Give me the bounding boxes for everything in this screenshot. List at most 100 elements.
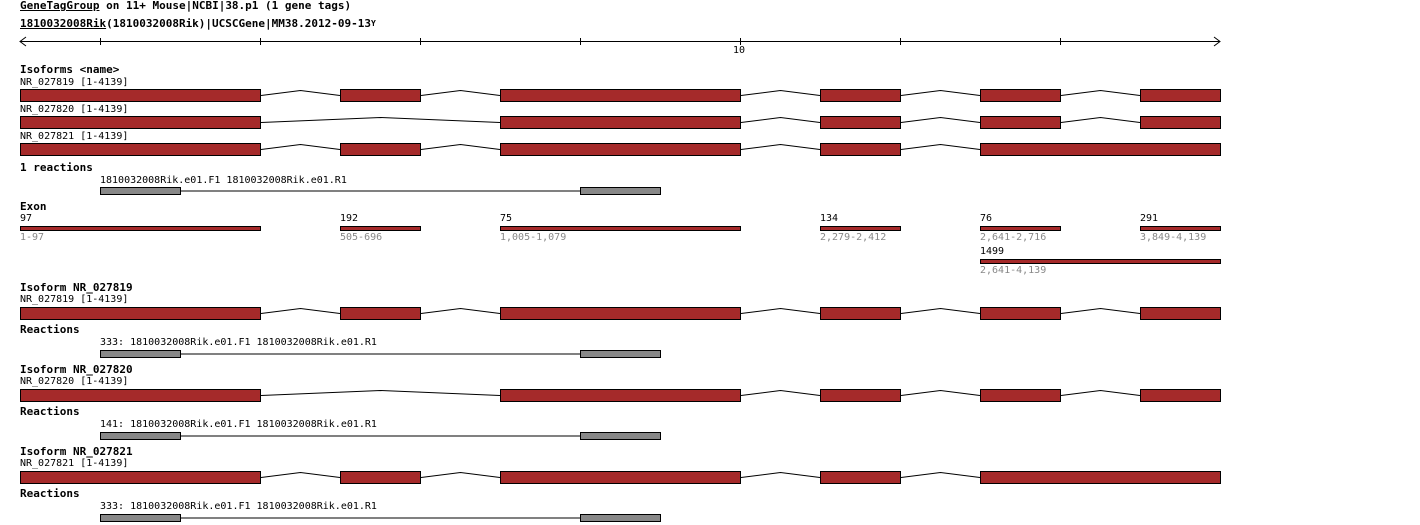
exon-block[interactable] — [820, 471, 901, 484]
primer-reverse[interactable] — [580, 432, 661, 440]
exon-range: 1-97 — [20, 232, 45, 243]
isoform-label: NR_027819 [1-4139] — [20, 77, 129, 88]
isoform-detail-label: NR_027820 [1-4139] — [20, 376, 129, 387]
intron-line — [260, 471, 341, 478]
isoform-detail-label: NR_027819 [1-4139] — [20, 294, 129, 305]
axis-tick-label: 10 — [733, 45, 746, 56]
exon-block[interactable] — [980, 307, 1061, 320]
intron-line — [900, 471, 981, 478]
exon-block[interactable] — [980, 143, 1221, 156]
exon-block[interactable] — [500, 389, 741, 402]
exon-range: 2,641-2,716 — [980, 232, 1047, 243]
exon-length: 192 — [340, 213, 359, 224]
exon-block[interactable] — [820, 307, 901, 320]
primer-forward[interactable] — [100, 187, 181, 195]
primer-forward[interactable] — [100, 514, 181, 522]
intron-line — [260, 307, 341, 314]
exon-block[interactable] — [20, 116, 261, 129]
exon-bar[interactable] — [20, 226, 261, 231]
exon-bar[interactable] — [500, 226, 741, 231]
exon-length: 76 — [980, 213, 993, 224]
primer-forward[interactable] — [100, 432, 181, 440]
intron-line — [1060, 116, 1141, 123]
exon-title: Exon — [20, 200, 47, 213]
reactions-detail-title: Reactions — [20, 487, 80, 500]
exon-block[interactable] — [20, 307, 261, 320]
exon-block[interactable] — [1140, 89, 1221, 102]
intron-line — [260, 143, 341, 150]
primer-reverse[interactable] — [580, 350, 661, 358]
exon-block[interactable] — [980, 116, 1061, 129]
exon-block[interactable] — [20, 89, 261, 102]
isoform-detail-title: Isoform NR_027821 — [20, 445, 133, 458]
isoforms-title: Isoforms <name> — [20, 63, 120, 76]
isoform-label: NR_027820 [1-4139] — [20, 104, 129, 115]
exon-block[interactable] — [1140, 116, 1221, 129]
exon-block[interactable] — [20, 389, 261, 402]
exon-block[interactable] — [500, 116, 741, 129]
reaction-detail-label[interactable]: 333: 1810032008Rik.e01.F1 1810032008Rik.… — [100, 337, 377, 348]
gene-link[interactable]: 1810032008Rik — [20, 17, 107, 30]
exon-block[interactable] — [500, 471, 741, 484]
reaction-label[interactable]: 1810032008Rik.e01.F1 1810032008Rik.e01.R… — [100, 175, 347, 186]
primer-reverse[interactable] — [580, 187, 661, 195]
reaction-detail-label[interactable]: 141: 1810032008Rik.e01.F1 1810032008Rik.… — [100, 419, 377, 430]
exon-range: 505-696 — [340, 232, 383, 243]
gene-tag-group-link[interactable]: GeneTagGroup — [20, 0, 100, 12]
exon-block[interactable] — [980, 89, 1061, 102]
axis-arrow-left — [19, 36, 27, 47]
intron-line — [1060, 307, 1141, 314]
reaction-detail-label[interactable]: 333: 1810032008Rik.e01.F1 1810032008Rik.… — [100, 501, 377, 512]
exon-bar[interactable] — [980, 259, 1221, 264]
exon-block[interactable] — [820, 143, 901, 156]
exon-block[interactable] — [1140, 389, 1221, 402]
gene-marker: Y — [371, 19, 376, 28]
primer-reverse[interactable] — [580, 514, 661, 522]
intron-line — [740, 89, 821, 96]
exon-block[interactable] — [340, 307, 421, 320]
intron-line — [260, 389, 501, 396]
reactions-title: 1 reactions — [20, 161, 93, 174]
exon-block[interactable] — [500, 143, 741, 156]
exon-bar[interactable] — [820, 226, 901, 231]
exon-block[interactable] — [820, 89, 901, 102]
intron-line — [900, 307, 981, 314]
intron-line — [900, 143, 981, 150]
exon-block[interactable] — [820, 389, 901, 402]
exon-block[interactable] — [20, 143, 261, 156]
intron-line — [420, 307, 501, 314]
exon-range: 3,849-4,139 — [1140, 232, 1207, 243]
exon-block[interactable] — [500, 89, 741, 102]
exon-block[interactable] — [340, 143, 421, 156]
exon-length: 1499 — [980, 246, 1005, 257]
exon-block[interactable] — [340, 471, 421, 484]
exon-range: 2,641-4,139 — [980, 265, 1047, 276]
primer-forward[interactable] — [100, 350, 181, 358]
intron-line — [1060, 89, 1141, 96]
intron-line — [740, 143, 821, 150]
isoform-detail-label: NR_027821 [1-4139] — [20, 458, 129, 469]
intron-line — [420, 143, 501, 150]
exon-block[interactable] — [820, 116, 901, 129]
exon-block[interactable] — [500, 307, 741, 320]
exon-block[interactable] — [340, 89, 421, 102]
intron-line — [740, 471, 821, 478]
isoform-detail-title: Isoform NR_027819 — [20, 281, 133, 294]
intron-line — [420, 471, 501, 478]
exon-block[interactable] — [980, 389, 1061, 402]
intron-line — [260, 116, 501, 123]
exon-block[interactable] — [980, 471, 1221, 484]
intron-line — [1060, 389, 1141, 396]
gene-title: 1810032008Rik(1810032008Rik)|UCSCGene|MM… — [20, 18, 376, 30]
exon-bar[interactable] — [340, 226, 421, 231]
intron-line — [900, 89, 981, 96]
reactions-detail-title: Reactions — [20, 323, 80, 336]
group-description: on 11+ Mouse|NCBI|38.p1 (1 gene tags) — [99, 0, 352, 12]
exon-bar[interactable] — [1140, 226, 1221, 231]
exon-bar[interactable] — [980, 226, 1061, 231]
exon-block[interactable] — [20, 471, 261, 484]
gene-tag-group-title: GeneTagGroup on 11+ Mouse|NCBI|38.p1 (1 … — [20, 0, 351, 12]
intron-line — [900, 389, 981, 396]
reactions-detail-title: Reactions — [20, 405, 80, 418]
exon-block[interactable] — [1140, 307, 1221, 320]
